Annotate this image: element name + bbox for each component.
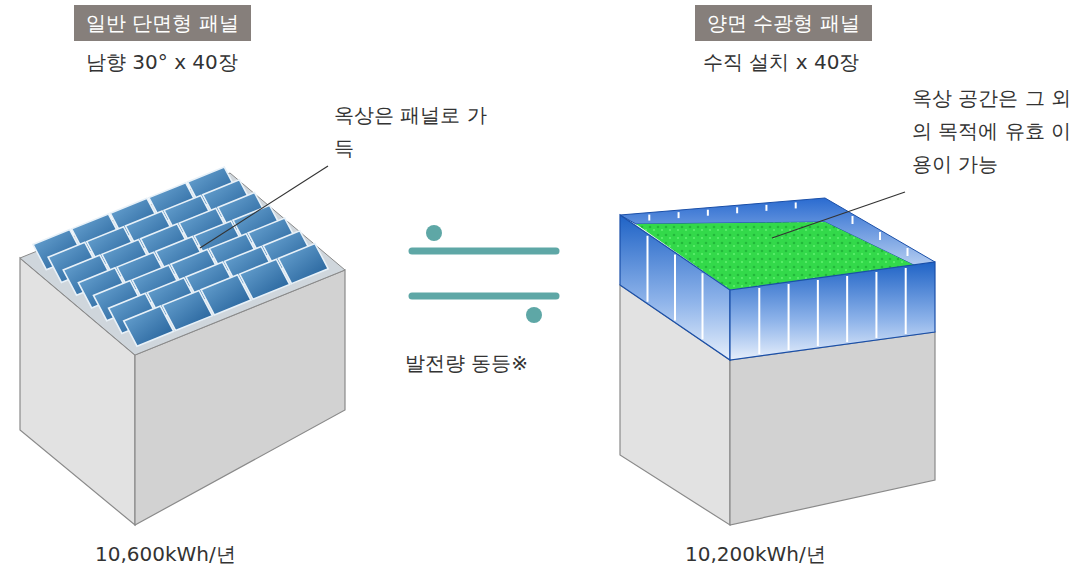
panel-divider [707, 210, 709, 216]
panel-divider [907, 248, 909, 256]
panel-divider [875, 272, 877, 338]
leader-line [772, 192, 905, 238]
panel-divider [905, 268, 907, 334]
panel-divider [736, 207, 738, 213]
callout-text: 옥상 공간은 그 외의 목적에 유효 이용이 가능 [912, 82, 1074, 181]
panel-divider [765, 205, 767, 211]
panel-divider [795, 202, 797, 208]
subtitle: 수직 설치 x 40장 [703, 46, 859, 79]
panel-divider [852, 216, 854, 224]
right-building [620, 198, 935, 525]
solar-panel [278, 244, 328, 284]
panel-divider [678, 212, 680, 218]
energy-value: 10,600kWh/년 [95, 538, 236, 571]
subtitle: 남향 30° x 40장 [86, 46, 238, 79]
panel-dividers [648, 202, 908, 354]
panel-divider [879, 232, 881, 240]
heading-tag: 양면 수광형 패널 [695, 5, 872, 41]
panel-divider [788, 284, 790, 350]
panel-divider [648, 215, 650, 221]
callout-text: 옥상은 패널로 가득 [334, 99, 502, 165]
panel-divider [674, 255, 676, 321]
heading-text: 양면 수광형 패널 [707, 9, 860, 37]
panel-divider [702, 273, 704, 339]
approx-equal-symbol [412, 225, 556, 323]
heading-tag: 일반 단면형 패널 [74, 5, 251, 41]
note-text: 발전량 동등※ [405, 347, 528, 380]
panel-divider [758, 288, 760, 354]
left-building [20, 167, 345, 525]
heading-text: 일반 단면형 패널 [86, 9, 239, 37]
energy-value: 10,200kWh/년 [685, 538, 826, 571]
panel-divider [647, 236, 649, 302]
panel-divider [846, 276, 848, 342]
leader-line [200, 166, 328, 248]
panel-divider [817, 280, 819, 346]
